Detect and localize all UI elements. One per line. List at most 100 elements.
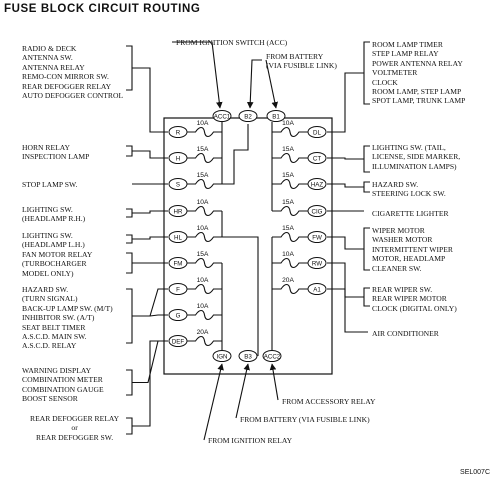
terminal-acc2-label: ACC2 [264,354,281,361]
pin-fm-label: FM [174,261,183,268]
right-bracket-5 [363,227,370,271]
pin-haz-label: HAZ [311,182,324,189]
fuse-dl: 10A [272,120,308,138]
fuse-fm: 15A [187,251,222,269]
from-battery-top-label: FROM BATTERY (VIA FUSIBLE LINK) [266,52,337,71]
left-circuit-label-2: HORN RELAY INSPECTION LAMP [22,143,90,162]
terminal-acc2: ACC2 [262,350,282,362]
pin-cig-label: CIG [311,209,322,216]
fuse-hl: 10A [187,225,222,243]
right-circuit-label-1: ROOM LAMP TIMER STEP LAMP RELAY POWER AN… [372,40,466,106]
left-circuit-label-6: FAN MOTOR RELAY (TURBOCHARGER MODEL ONLY… [22,250,93,278]
pin-hl-label: HL [174,235,182,242]
from-ignition-switch-label: FROM IGNITION SWITCH (ACC) [176,38,288,47]
left-leader-9 [132,340,168,427]
left-bracket-9 [126,417,133,435]
fuse-fm-rating: 15A [197,251,209,258]
fuse-fw-rating: 15A [282,225,294,232]
left-circuit-label-8: WARNING DISPLAY COMBINATION METER COMBIN… [22,366,104,404]
left-circuit-label-1: RADIO & DECK ANTENNA SW. ANTENNA RELAY R… [22,44,124,101]
left-bracket-2 [126,145,133,157]
fuse-ct: 15A [272,146,308,164]
right-bracket-1 [363,41,370,105]
right-bracket-3 [363,181,370,193]
fuse-a1-rating: 20A [282,277,294,284]
fuse-hr: 10A [187,199,222,217]
fuse-f-rating: 10A [197,277,209,284]
right-leader-5 [327,236,364,250]
left-bracket-7 [126,288,133,344]
left-bus-b3 [221,211,259,356]
right-circuit-label-6: REAR WIPER SW. REAR WIPER MOTOR CLOCK (D… [372,285,457,313]
left-circuit-label-7: HAZARD SW. (TURN SIGNAL) BACK-UP LAMP SW… [22,285,113,351]
pin-a1-label: A1 [313,287,321,294]
left-circuit-label-9: REAR DEFOGGER RELAY or REAR DEFOGGER SW. [30,414,120,442]
right-leader-6 [327,262,364,298]
accessory-relay-feed [269,363,279,401]
pin-hr-label: HR [174,209,183,216]
pin-rw-label: RW [312,261,322,268]
fuse-hr-rating: 10A [197,199,209,206]
pin-f-label: F [176,287,180,294]
left-bracket-6 [126,252,133,274]
pin-def-label: DEF [172,339,185,346]
pin-hl: HL [168,231,188,243]
pin-haz: HAZ [307,178,327,190]
right-leader-1 [327,72,364,133]
fuse-h: 15A [187,146,222,164]
left-leader-2 [132,150,168,159]
fuse-h-rating: 15A [197,146,209,153]
fuse-def-rating: 20A [197,329,209,336]
fuse-haz-rating: 15A [282,172,294,179]
terminal-acc1: ACC1 [212,110,232,122]
pin-def: DEF [168,335,188,347]
pin-r-label: R [176,130,181,137]
fuse-g: 10A [187,303,222,321]
fuse-fw: 15A [272,225,308,243]
fuse-f: 10A [187,277,222,295]
pin-dl-label: DL [313,130,321,137]
terminal-ign-label: IGN [216,354,227,361]
pin-s-label: S [176,182,180,189]
left-bracket-4 [126,208,133,218]
pin-rw: RW [307,257,327,269]
fuse-s-rating: 15A [197,172,209,179]
pin-g-label: G [176,313,181,320]
pin-cig: CIG [307,205,327,217]
pin-g: G [168,309,188,321]
right-leader-2 [327,157,364,160]
terminal-b1: B1 [266,110,286,122]
terminal-b3-label: B3 [244,354,252,361]
left-leader-4 [132,210,168,214]
battery-feed-b2 [246,59,262,109]
pin-fm: FM [168,257,188,269]
fuse-hl-rating: 10A [197,225,209,232]
battery-feed-b1 [265,59,279,109]
from-ignition-relay-label: FROM IGNITION RELAY [208,436,293,445]
battery-feed-b3 [235,363,250,419]
ignition-relay-feed [203,363,224,441]
left-circuit-label-5: LIGHTING SW. (HEADLAMP L.H.) [22,231,85,250]
fuse-cig-rating: 15A [282,199,294,206]
pin-h: H [168,152,188,164]
b2-link [222,124,249,185]
terminal-b3: B3 [238,350,258,362]
right-circuit-label-3: HAZARD SW. STEERING LOCK SW. [372,180,446,199]
diagram-title: FUSE BLOCK CIRCUIT ROUTING [4,3,201,15]
figure-code: SEL007C [460,469,490,476]
left-leader-5 [132,236,168,240]
pin-ct: CT [307,152,327,164]
fuse-s: 15A [187,172,222,190]
terminal-b2: B2 [238,110,258,122]
fuse-haz: 15A [272,172,308,190]
from-battery-bottom-label: FROM BATTERY (VIA FUSIBLE LINK) [240,415,370,424]
from-accessory-relay-label: FROM ACCESSORY RELAY [282,397,376,406]
pin-dl: DL [307,126,327,138]
fuse-rw-rating: 10A [282,251,294,258]
left-leader-1 [132,67,168,133]
fuse-rw: 10A [272,251,308,269]
fuse-ct-rating: 15A [282,146,294,153]
terminal-b1-label: B1 [272,114,280,121]
right-circuit-label-2: LIGHTING SW. (TAIL, LICENSE, SIDE MARKER… [372,143,461,171]
